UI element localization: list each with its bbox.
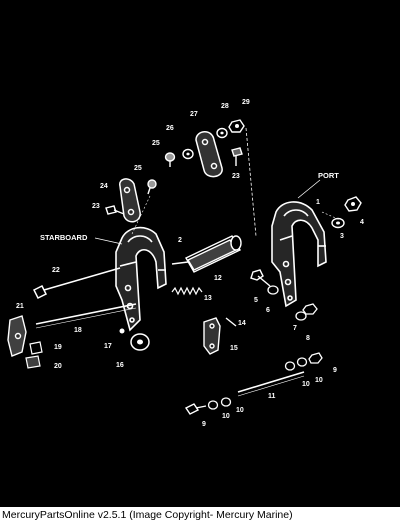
bolt-23-right bbox=[231, 147, 243, 166]
knob-20 bbox=[25, 355, 41, 369]
nut-9-right bbox=[308, 352, 323, 364]
screw-17 bbox=[119, 328, 125, 334]
tube-12 bbox=[171, 235, 242, 273]
callout-25-left: 25 bbox=[134, 165, 142, 172]
callout-19: 19 bbox=[54, 344, 62, 351]
washer-10-b bbox=[220, 397, 232, 407]
port-nut-4 bbox=[344, 196, 362, 212]
callout-28: 28 bbox=[221, 103, 229, 110]
lever-27 bbox=[195, 131, 223, 178]
handle-21 bbox=[7, 315, 27, 357]
callout-4: 4 bbox=[360, 219, 364, 226]
callout-3: 3 bbox=[340, 233, 344, 240]
callout-29: 29 bbox=[242, 99, 250, 106]
copyright-caption: MercuryPartsOnline v2.5.1 (Image Copyrig… bbox=[0, 507, 400, 524]
callout-23-right: 23 bbox=[232, 173, 240, 180]
callout-1: 1 bbox=[316, 199, 320, 206]
exploded-parts-diagram: PORT STARBOARD bbox=[0, 0, 400, 507]
lever-15 bbox=[203, 317, 221, 355]
port-washer-6 bbox=[267, 285, 279, 295]
bolt-9-left bbox=[184, 403, 207, 415]
callout-26: 26 bbox=[166, 125, 174, 132]
callout-27: 27 bbox=[190, 111, 198, 118]
clip-19 bbox=[29, 341, 43, 355]
callout-9-left: 9 bbox=[202, 421, 206, 428]
bolt-22 bbox=[32, 267, 121, 300]
washer-10-d bbox=[296, 357, 308, 367]
port-washer-7 bbox=[295, 311, 307, 321]
lever-24 bbox=[119, 178, 141, 223]
washer-26 bbox=[182, 148, 194, 160]
callout-14: 14 bbox=[238, 320, 246, 327]
callout-10-d: 10 bbox=[315, 377, 323, 384]
callout-24: 24 bbox=[100, 183, 108, 190]
rod-11 bbox=[237, 371, 305, 397]
disc-16 bbox=[130, 333, 150, 351]
port-bolt-5 bbox=[250, 269, 271, 287]
port-label: PORT bbox=[318, 171, 339, 180]
washer-10-a bbox=[207, 400, 219, 410]
cluster-dashed-leader bbox=[245, 127, 257, 237]
port-nut-8 bbox=[302, 303, 318, 315]
rod-18 bbox=[35, 303, 137, 329]
port-washer-3 bbox=[331, 217, 345, 229]
callout-5: 5 bbox=[254, 297, 258, 304]
callout-13: 13 bbox=[204, 295, 212, 302]
pin-14 bbox=[225, 317, 237, 327]
callout-9-right: 9 bbox=[333, 367, 337, 374]
callout-22: 22 bbox=[52, 267, 60, 274]
callout-11: 11 bbox=[268, 393, 276, 400]
callout-23-left: 23 bbox=[92, 203, 100, 210]
starboard-leader bbox=[94, 237, 123, 245]
callout-10-b: 10 bbox=[236, 407, 244, 414]
nut-29 bbox=[228, 119, 245, 133]
bolt-23-left bbox=[105, 205, 125, 215]
washer-28 bbox=[216, 127, 228, 139]
starboard-label: STARBOARD bbox=[40, 233, 88, 242]
callout-15: 15 bbox=[230, 345, 238, 352]
callouts: 1 2 3 4 5 6 7 8 9 9 10 10 10 10 11 12 13… bbox=[16, 99, 364, 428]
callout-18: 18 bbox=[74, 327, 82, 334]
knob-25-left bbox=[147, 179, 157, 195]
callout-8: 8 bbox=[306, 335, 310, 342]
callout-12: 12 bbox=[214, 275, 222, 282]
callout-21: 21 bbox=[16, 303, 24, 310]
port-bracket bbox=[271, 201, 327, 308]
spring-13 bbox=[171, 286, 203, 296]
starboard-bracket bbox=[115, 226, 167, 332]
knob-25-right bbox=[164, 152, 176, 167]
diagram-canvas: PORT STARBOARD bbox=[7, 99, 364, 428]
callout-6: 6 bbox=[266, 307, 270, 314]
washer-10-c bbox=[284, 361, 296, 371]
callout-17: 17 bbox=[104, 343, 112, 350]
callout-25-right: 25 bbox=[152, 140, 160, 147]
callout-10-a: 10 bbox=[222, 413, 230, 420]
callout-2: 2 bbox=[178, 237, 182, 244]
port-leader bbox=[297, 179, 321, 199]
callout-7: 7 bbox=[293, 325, 297, 332]
callout-16: 16 bbox=[116, 362, 124, 369]
callout-10-c: 10 bbox=[302, 381, 310, 388]
callout-20: 20 bbox=[54, 363, 62, 370]
